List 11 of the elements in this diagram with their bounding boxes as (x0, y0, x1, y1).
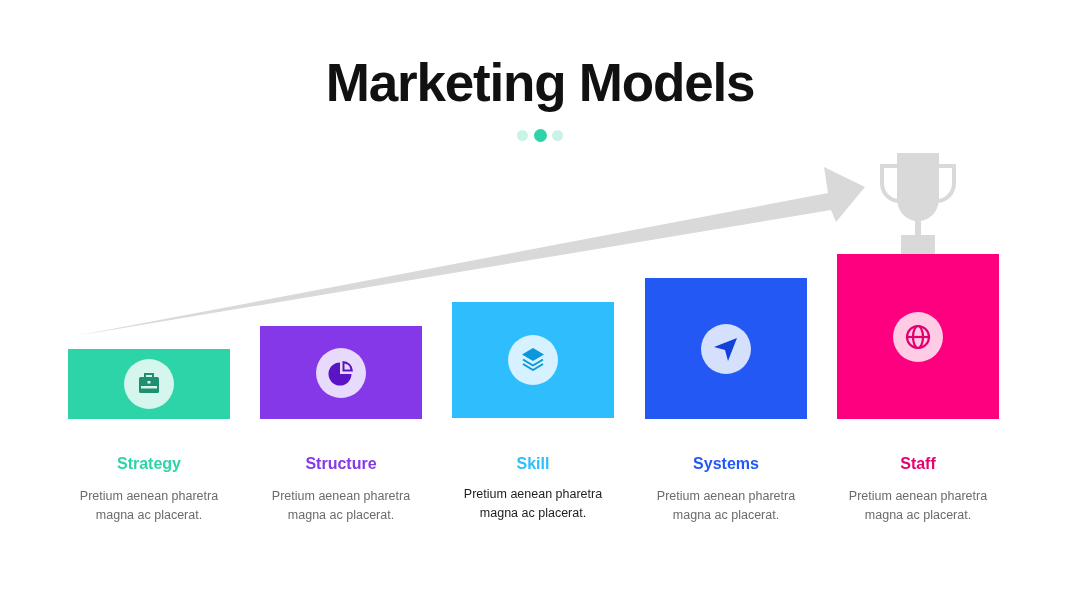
step-description: Pretium aenean pharetra magna ac placerat. (462, 486, 604, 522)
step-heading: Structure (304, 454, 378, 474)
step-description: Pretium aenean pharetra magna ac placerat. (270, 488, 412, 524)
step-description: Pretium aenean pharetra magna ac placerat. (78, 488, 220, 524)
step-description: Pretium aenean pharetra magna ac placerat. (655, 488, 797, 524)
title: Marketing Models (324, 52, 756, 114)
step-heading: Staff (899, 454, 937, 474)
step-heading: Skill (515, 454, 551, 474)
step-description: Pretium aenean pharetra magna ac placerat. (847, 488, 989, 524)
step-heading: Strategy (116, 454, 182, 474)
step-heading: Systems (692, 454, 760, 474)
